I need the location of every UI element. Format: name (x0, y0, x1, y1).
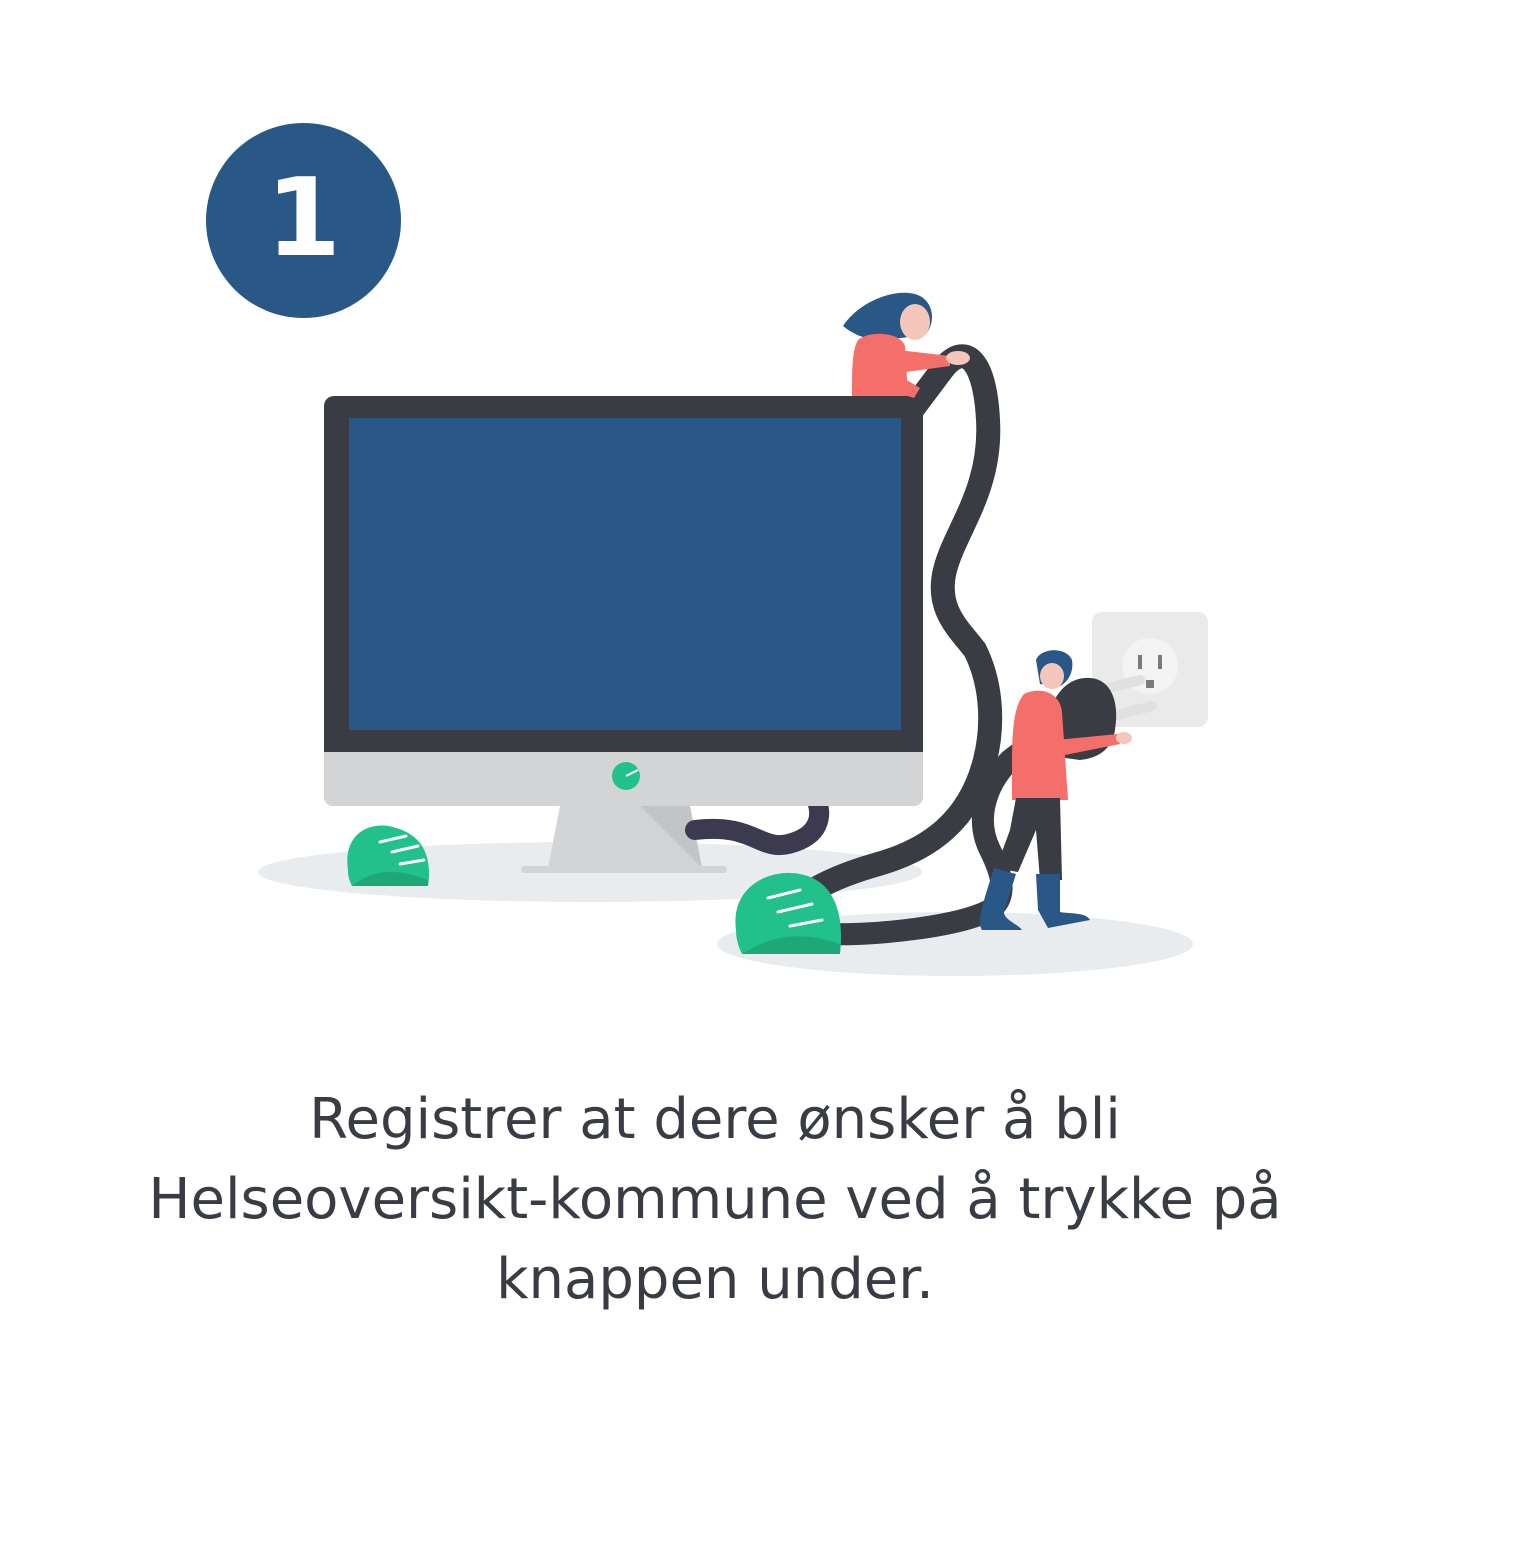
instruction-text: Registrer at dere ønsker å bli Helseover… (100, 1080, 1330, 1320)
person-on-monitor (843, 292, 970, 398)
instruction-line-2: Helseoversikt-kommune ved å trykke på (148, 1167, 1282, 1232)
monitor (324, 396, 923, 806)
step-number: 1 (265, 155, 342, 281)
person-with-plug (979, 650, 1132, 930)
bush-right (735, 872, 842, 954)
bush-left (347, 825, 430, 886)
instruction-line-3: knappen under. (496, 1247, 934, 1312)
computer-plug-in-illustration (258, 292, 1208, 976)
instruction-line-1: Registrer at dere ønsker å bli (309, 1087, 1121, 1152)
step-number-badge: 1 (206, 123, 401, 318)
power-cable (778, 344, 1003, 922)
back-cable (685, 795, 830, 856)
wall-outlet (1092, 612, 1208, 727)
monitor-stand (521, 806, 727, 873)
